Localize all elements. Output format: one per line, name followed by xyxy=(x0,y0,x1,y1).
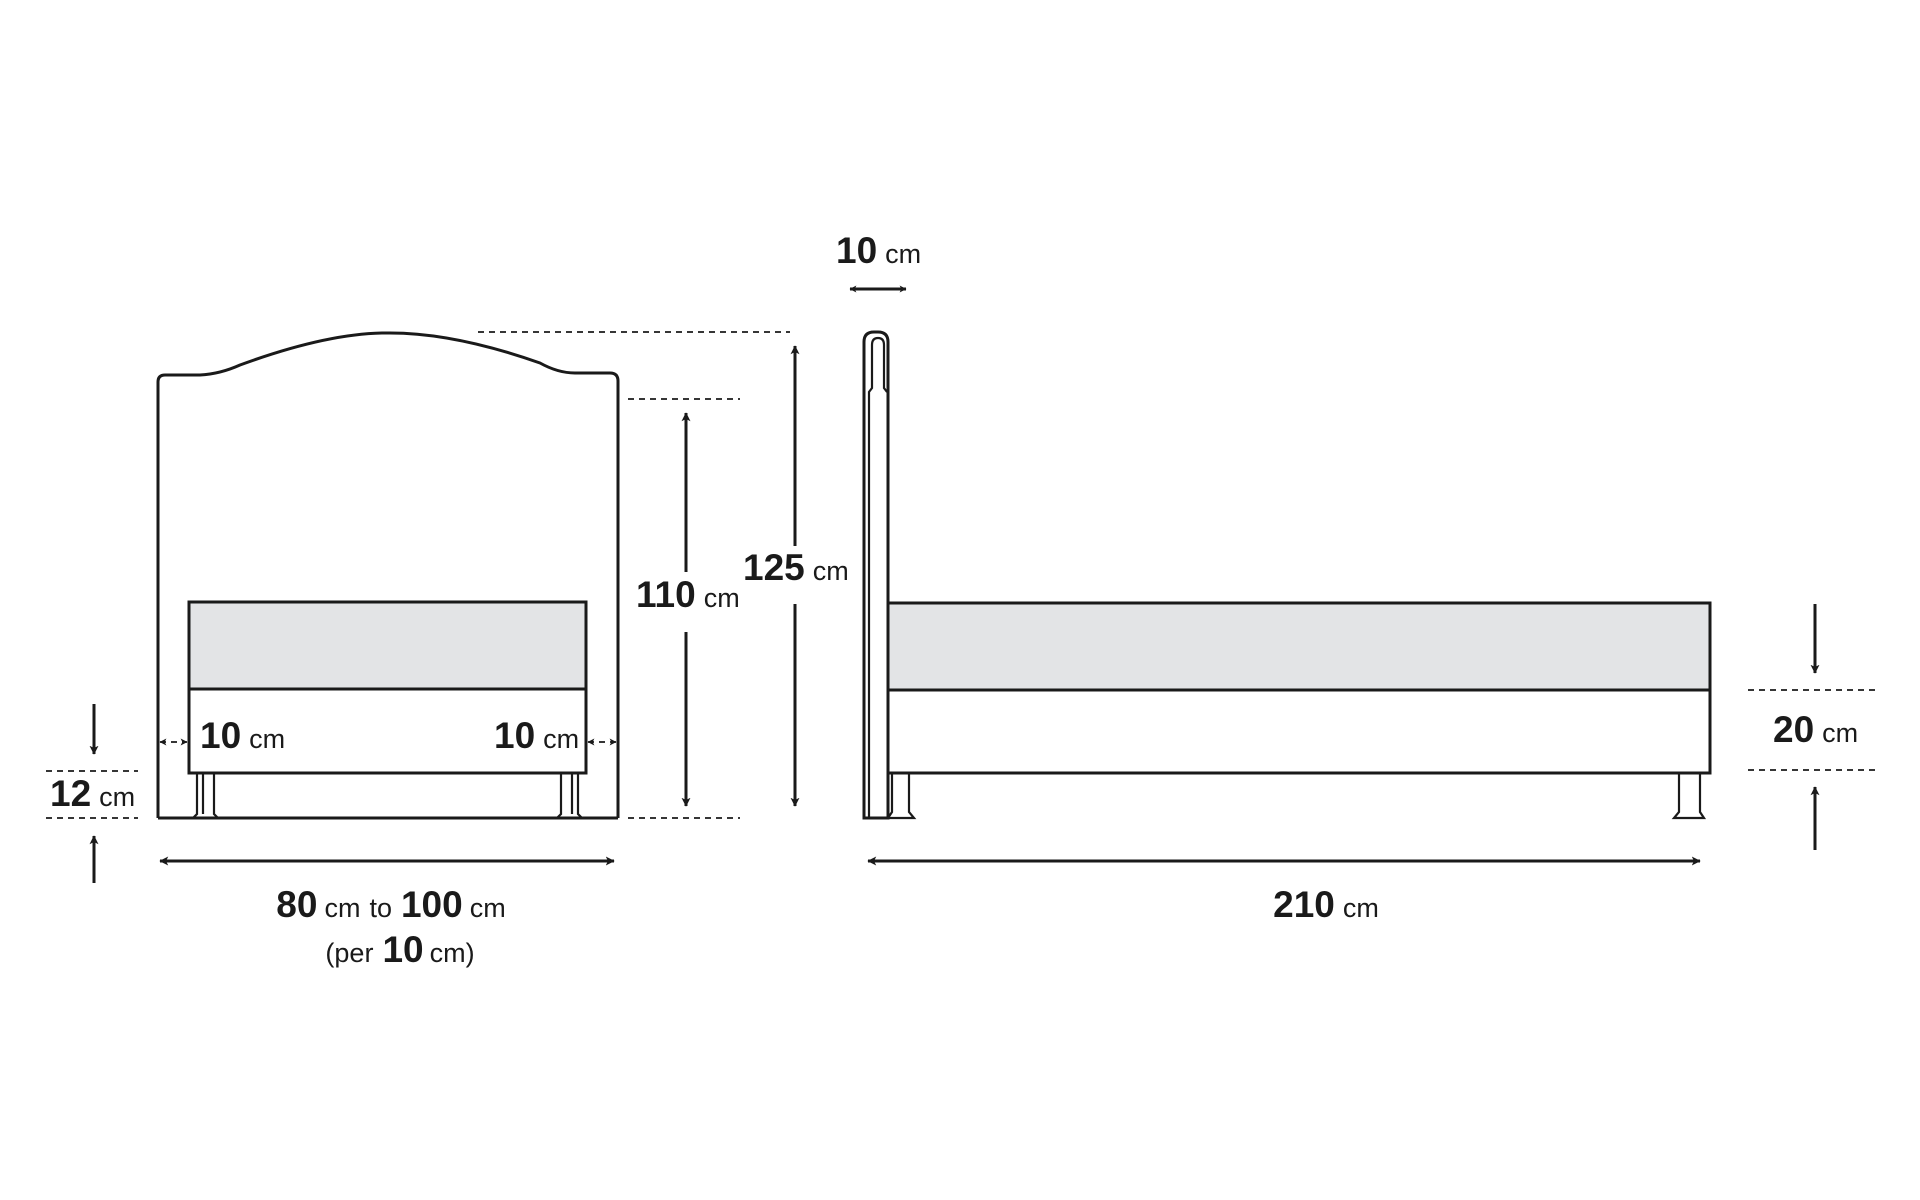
side-mattress xyxy=(886,601,1712,692)
front-base xyxy=(187,687,588,775)
headboard-side-profile xyxy=(862,330,890,820)
side-legs xyxy=(885,773,1707,820)
side-base xyxy=(886,688,1712,775)
front-mattress xyxy=(187,600,588,691)
headboard-side-inner xyxy=(867,336,888,818)
front-legs xyxy=(190,773,585,820)
